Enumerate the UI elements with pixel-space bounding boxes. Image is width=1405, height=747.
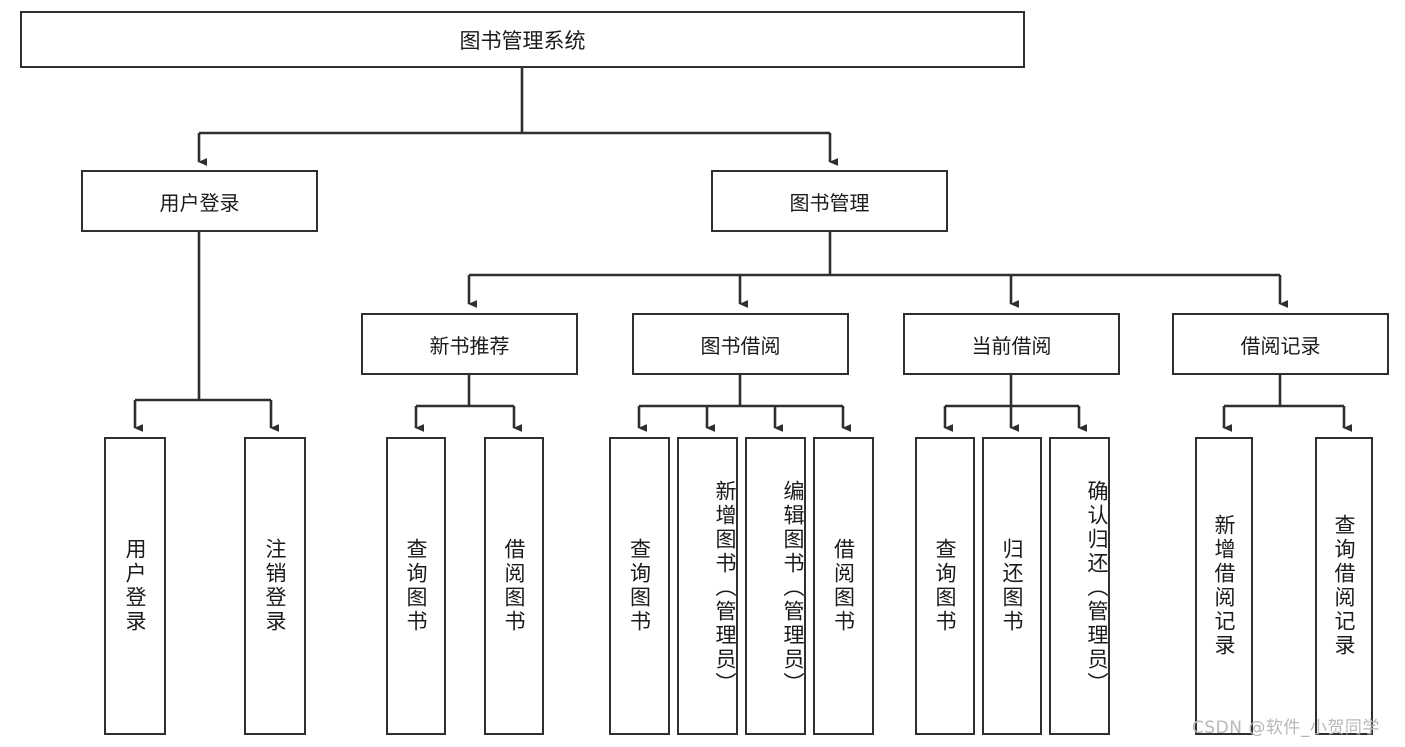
node-label: 编辑图书（管理员） [781, 480, 805, 696]
node-book-borrow[interactable]: 图书借阅 [632, 313, 849, 375]
node-label: 确认归还（管理员） [1085, 480, 1109, 696]
node-label: 新增借阅记录 [1212, 514, 1237, 658]
node-label: 借阅图书 [831, 538, 856, 634]
leaf-recommend-borrow-book[interactable]: 借阅图书 [484, 437, 544, 735]
node-label: 注销登录 [263, 538, 288, 634]
node-current-borrow[interactable]: 当前借阅 [903, 313, 1120, 375]
node-label: 图书管理系统 [459, 28, 586, 53]
node-label: 用户登录 [123, 538, 148, 634]
node-label: 当前借阅 [971, 333, 1052, 358]
leaf-current-query-book[interactable]: 查询图书 [915, 437, 975, 735]
node-label: 借阅图书 [502, 538, 527, 634]
node-label: 图书借阅 [700, 333, 781, 358]
node-label: 查询图书 [933, 538, 958, 634]
leaf-borrow-edit-book-admin[interactable]: 编辑图书（管理员） [745, 437, 806, 735]
node-label: 用户登录 [159, 190, 240, 215]
csdn-watermark: CSDN @软件_小贺同学 [1192, 718, 1380, 738]
leaf-user-login-signout[interactable]: 注销登录 [244, 437, 306, 735]
node-label: 查询借阅记录 [1332, 514, 1357, 658]
leaf-current-confirm-return-admin[interactable]: 确认归还（管理员） [1049, 437, 1110, 735]
node-book-management[interactable]: 图书管理 [711, 170, 948, 232]
leaf-borrow-query-book[interactable]: 查询图书 [609, 437, 670, 735]
node-new-book-recommend[interactable]: 新书推荐 [361, 313, 578, 375]
node-label: 新书推荐 [429, 333, 510, 358]
node-label: 图书管理 [789, 190, 870, 215]
node-root-system[interactable]: 图书管理系统 [20, 11, 1025, 68]
leaf-record-add-record[interactable]: 新增借阅记录 [1195, 437, 1253, 735]
leaf-recommend-query-book[interactable]: 查询图书 [386, 437, 446, 735]
leaf-user-login-signin[interactable]: 用户登录 [104, 437, 166, 735]
leaf-current-return-book[interactable]: 归还图书 [982, 437, 1042, 735]
leaf-borrow-add-book-admin[interactable]: 新增图书（管理员） [677, 437, 738, 735]
node-label: 查询图书 [404, 538, 429, 634]
node-label: 借阅记录 [1240, 333, 1321, 358]
node-label: 新增图书（管理员） [713, 480, 737, 696]
node-user-login[interactable]: 用户登录 [81, 170, 318, 232]
node-label: 查询图书 [627, 538, 652, 634]
node-borrow-record[interactable]: 借阅记录 [1172, 313, 1389, 375]
leaf-record-query-record[interactable]: 查询借阅记录 [1315, 437, 1373, 735]
leaf-borrow-borrow-book[interactable]: 借阅图书 [813, 437, 874, 735]
node-label: 归还图书 [1000, 538, 1025, 634]
